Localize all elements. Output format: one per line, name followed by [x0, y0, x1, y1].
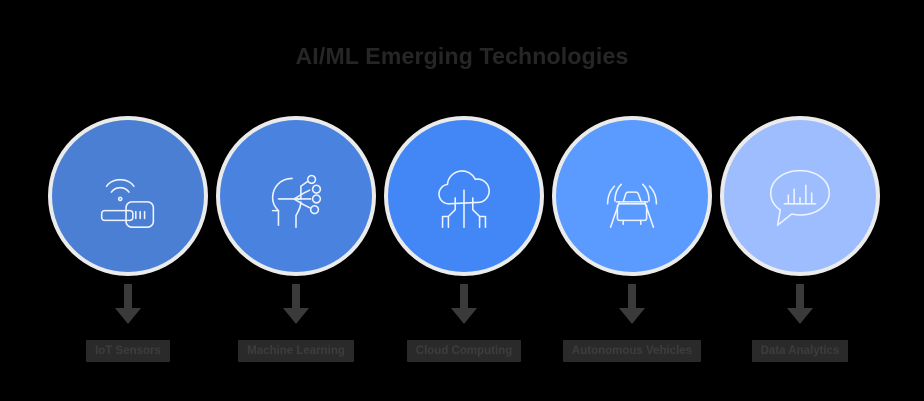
arrow-cell-5 [724, 284, 876, 326]
technology-node-3[interactable] [388, 120, 540, 272]
arrow-cell-3 [388, 284, 540, 326]
technology-label-5: Data Analytics [751, 340, 849, 362]
arrow-stem [460, 284, 468, 310]
arrow-head [619, 308, 645, 324]
arrow-head [115, 308, 141, 324]
down-arrow-icon [115, 284, 141, 324]
technology-node-4[interactable] [556, 120, 708, 272]
technology-label-3: Cloud Computing [406, 340, 522, 362]
technology-label-2: Machine Learning [238, 340, 354, 362]
circle-1[interactable] [52, 120, 204, 272]
arrow-row [52, 284, 876, 326]
down-arrow-icon [451, 284, 477, 324]
technology-node-2[interactable] [220, 120, 372, 272]
page-title: AI/ML Emerging Technologies [295, 43, 629, 69]
arrow-head [451, 308, 477, 324]
technology-label-1: IoT Sensors [86, 340, 170, 362]
technology-circle-row [52, 120, 876, 272]
arrow-stem [796, 284, 804, 310]
autonomous-vehicle-icon [606, 183, 658, 228]
wireless-sensor-icon [100, 178, 155, 228]
label-row: IoT Sensors Machine Learning Cloud Compu… [52, 338, 876, 364]
down-arrow-icon [619, 284, 645, 324]
arrow-head [283, 308, 309, 324]
technology-node-5[interactable] [724, 120, 876, 272]
analytics-chat-icon [769, 169, 831, 227]
arrow-cell-4 [556, 284, 708, 326]
label-cell-1: IoT Sensors [52, 340, 204, 362]
down-arrow-icon [283, 284, 309, 324]
arrow-stem [124, 284, 132, 310]
label-cell-2: Machine Learning [220, 340, 372, 362]
arrow-cell-2 [220, 284, 372, 326]
arrow-stem [292, 284, 300, 310]
arrow-head [787, 308, 813, 324]
circle-4[interactable] [556, 120, 708, 272]
arrow-cell-1 [52, 284, 204, 326]
label-cell-4: Autonomous Vehicles [556, 340, 708, 362]
circle-3[interactable] [388, 120, 540, 272]
label-cell-5: Data Analytics [724, 340, 876, 362]
down-arrow-icon [787, 284, 813, 324]
ai-brain-icon [271, 174, 322, 228]
label-cell-3: Cloud Computing [388, 340, 540, 362]
circle-2[interactable] [220, 120, 372, 272]
technology-label-4: Autonomous Vehicles [562, 340, 702, 362]
cloud-computing-icon [438, 170, 490, 228]
arrow-stem [628, 284, 636, 310]
technology-node-1[interactable] [52, 120, 204, 272]
circle-5[interactable] [724, 120, 876, 272]
